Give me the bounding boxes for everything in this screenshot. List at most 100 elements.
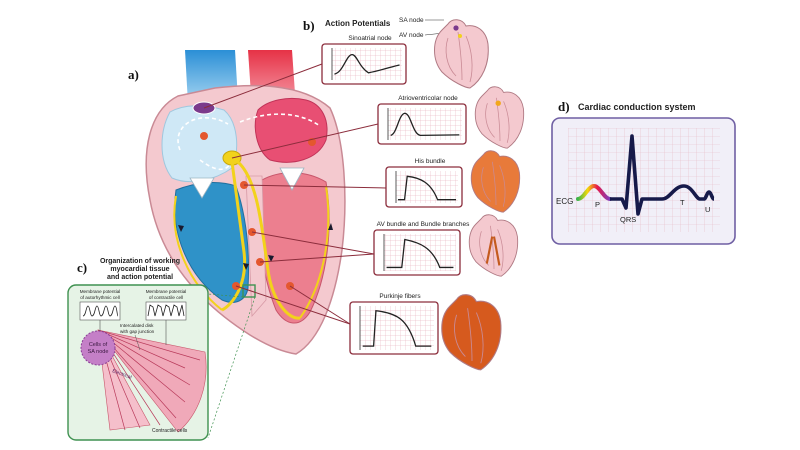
ecg-u-label: U	[705, 205, 710, 214]
arrow-icon	[178, 225, 184, 232]
thumb-outline	[441, 294, 502, 371]
ap-title: Purkinje fibers	[379, 293, 421, 300]
autorhythmic-trace	[82, 305, 119, 317]
heart-thumbnail-2	[474, 86, 525, 149]
ap-box-5: Purkinje fibers	[349, 293, 439, 355]
ap-title: AV bundle and Bundle branches	[377, 221, 471, 228]
right-ventricle	[174, 182, 249, 303]
thumb-outline	[434, 19, 489, 89]
thumb-outline	[474, 86, 525, 149]
ap-title: Sinoatrial node	[348, 35, 392, 42]
thumb-av-highlight	[495, 100, 501, 106]
ecg-p-label: P	[595, 200, 600, 209]
ap-trace	[334, 53, 400, 75]
heart-thumbnails	[434, 19, 525, 371]
arrow-icon	[328, 223, 333, 230]
panel-b-label: b)	[303, 18, 315, 33]
tricuspid-valve	[189, 177, 215, 199]
ecg-qrs-label: QRS	[620, 215, 636, 224]
membrane-autorhythmic-line-1: Membrane potential	[80, 289, 121, 294]
ecg-t-label: T	[680, 198, 685, 207]
heart-thumbnail-4	[468, 214, 519, 277]
connector-purkinje	[289, 285, 351, 325]
ecg-label: ECG	[556, 197, 573, 206]
connector-lines	[203, 63, 387, 325]
contractile-cells-label: Contractile cells	[152, 428, 188, 434]
sa-node-cells	[80, 330, 116, 366]
ap-trace	[362, 310, 432, 347]
contractile-fibers	[97, 329, 201, 426]
tissue-title-line-3: and action potential	[107, 274, 173, 281]
ecg-grid	[568, 128, 720, 232]
ap-title: Atrioventricolar node	[398, 95, 458, 102]
thumb-outline	[470, 150, 521, 213]
thumb-sa-node	[453, 25, 459, 31]
thumb-bundle-highlight	[485, 236, 501, 266]
sa-cells-label-2: SA node	[88, 349, 109, 355]
ap-grid	[384, 234, 456, 271]
ap-trace	[390, 112, 460, 137]
connector-bundle	[251, 231, 375, 255]
left-bundle-branch	[236, 160, 301, 320]
ecg-p-wave	[576, 183, 612, 201]
arrow-icon	[268, 255, 274, 262]
panel-c-label: c)	[77, 260, 87, 275]
right-bundle-branch	[221, 161, 247, 312]
heart-thumbnail-5	[441, 294, 502, 371]
action-potentials-title: Action Potentials	[325, 19, 391, 28]
ap-box-1: Sinoatrial node	[321, 35, 407, 85]
tissue-sample-marker	[242, 284, 256, 298]
heart-thumbnail-3	[470, 150, 521, 213]
disk-label-line-1: Intercalated disk	[120, 323, 154, 328]
conduction-node	[200, 132, 208, 140]
contractile-tissue	[97, 329, 207, 433]
contractile-trace	[147, 304, 185, 317]
ap-title: His bundle	[415, 158, 446, 165]
zoom-line-bottom	[207, 296, 256, 439]
tissue-panel: c) Organization of working myocardial ti…	[67, 258, 256, 441]
thumb-outline	[468, 214, 519, 277]
membrane-contractile-line-2: of contractile cell	[149, 295, 183, 300]
purkinje-fibers-left	[299, 185, 330, 319]
heart-thumbnail-1	[434, 19, 489, 89]
ap-grid	[360, 306, 434, 350]
legend-sa-node: SA node	[399, 17, 424, 24]
ap-grid	[332, 48, 402, 80]
connector-his	[243, 184, 387, 189]
atrial-impulse-path-right	[177, 117, 229, 151]
sa-cells-label-1: Cells of	[89, 342, 108, 348]
left-atrium	[254, 97, 328, 163]
ap-box-3: His bundle	[385, 158, 463, 208]
connector-sa	[203, 63, 323, 109]
connector-bundle-2	[259, 253, 375, 263]
mitral-valve	[279, 167, 305, 191]
connector-purkinje-2	[235, 285, 351, 325]
pointer-disk	[134, 334, 141, 351]
thumb-detail	[481, 161, 506, 207]
atrial-impulse-path-left	[239, 113, 321, 127]
ecg-panel: d) Cardiac conduction system ECG P QRS T…	[551, 99, 736, 245]
ecg-trace	[610, 134, 715, 216]
panel-a-label: a)	[128, 67, 139, 82]
thumb-av-node	[458, 34, 462, 38]
ecg-panel-title: Cardiac conduction system	[578, 102, 696, 112]
ap-box-4: AV bundle and Bundle branches	[373, 221, 471, 276]
zoom-line-top	[207, 293, 244, 298]
thumb-detail	[454, 308, 484, 364]
disk-label-line-2: with gap junction	[120, 329, 155, 334]
membrane-autorhythmic-line-2: of autorhythmic cell	[80, 295, 120, 300]
tissue-title-line-2: myocardial tissue	[110, 266, 169, 273]
ap-trace	[397, 175, 457, 201]
connector-av	[231, 123, 379, 159]
tissue-title-line-1: Organization of working	[100, 258, 180, 265]
panel-d-label: d)	[558, 99, 570, 114]
right-atrium	[161, 105, 238, 183]
membrane-contractile-line-1: Membrane potential	[146, 289, 187, 294]
ap-trace	[386, 238, 454, 269]
interventricular-septum	[245, 175, 267, 318]
legend-av-node: AV node	[399, 32, 424, 39]
purkinje-fibers-right	[173, 195, 223, 311]
ap-box-2: Atrioventricolar node	[377, 95, 467, 145]
